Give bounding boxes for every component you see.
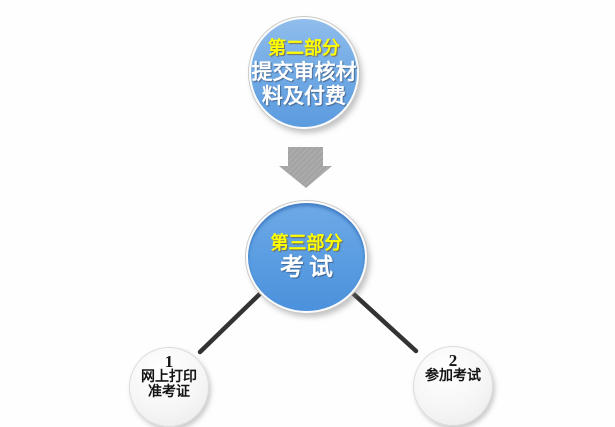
node-part3: 第三部分 考试 — [246, 201, 367, 313]
part2-label: 第二部分 — [268, 38, 340, 58]
substep1-line1: 网上打印 — [141, 370, 197, 385]
part3-title: 考试 — [280, 254, 338, 281]
connector-line-right — [344, 285, 419, 354]
connector-line-left — [197, 285, 269, 355]
down-arrow-icon — [279, 147, 332, 188]
part2-title-line1: 提交审核材 — [251, 60, 357, 84]
substep1-line2: 准考证 — [148, 385, 190, 400]
part2-title-line2: 料及付费 — [262, 84, 346, 108]
part3-label: 第三部分 — [270, 232, 343, 253]
substep2-number: 2 — [448, 351, 458, 370]
node-part2: 第二部分 提交审核材 料及付费 — [249, 17, 359, 129]
node-substep-1: 1 网上打印 准考证 — [129, 347, 209, 427]
node-substep-2: 2 参加考试 — [413, 346, 493, 426]
substep2-line1: 参加考试 — [425, 369, 481, 384]
substep1-number: 1 — [164, 352, 174, 371]
